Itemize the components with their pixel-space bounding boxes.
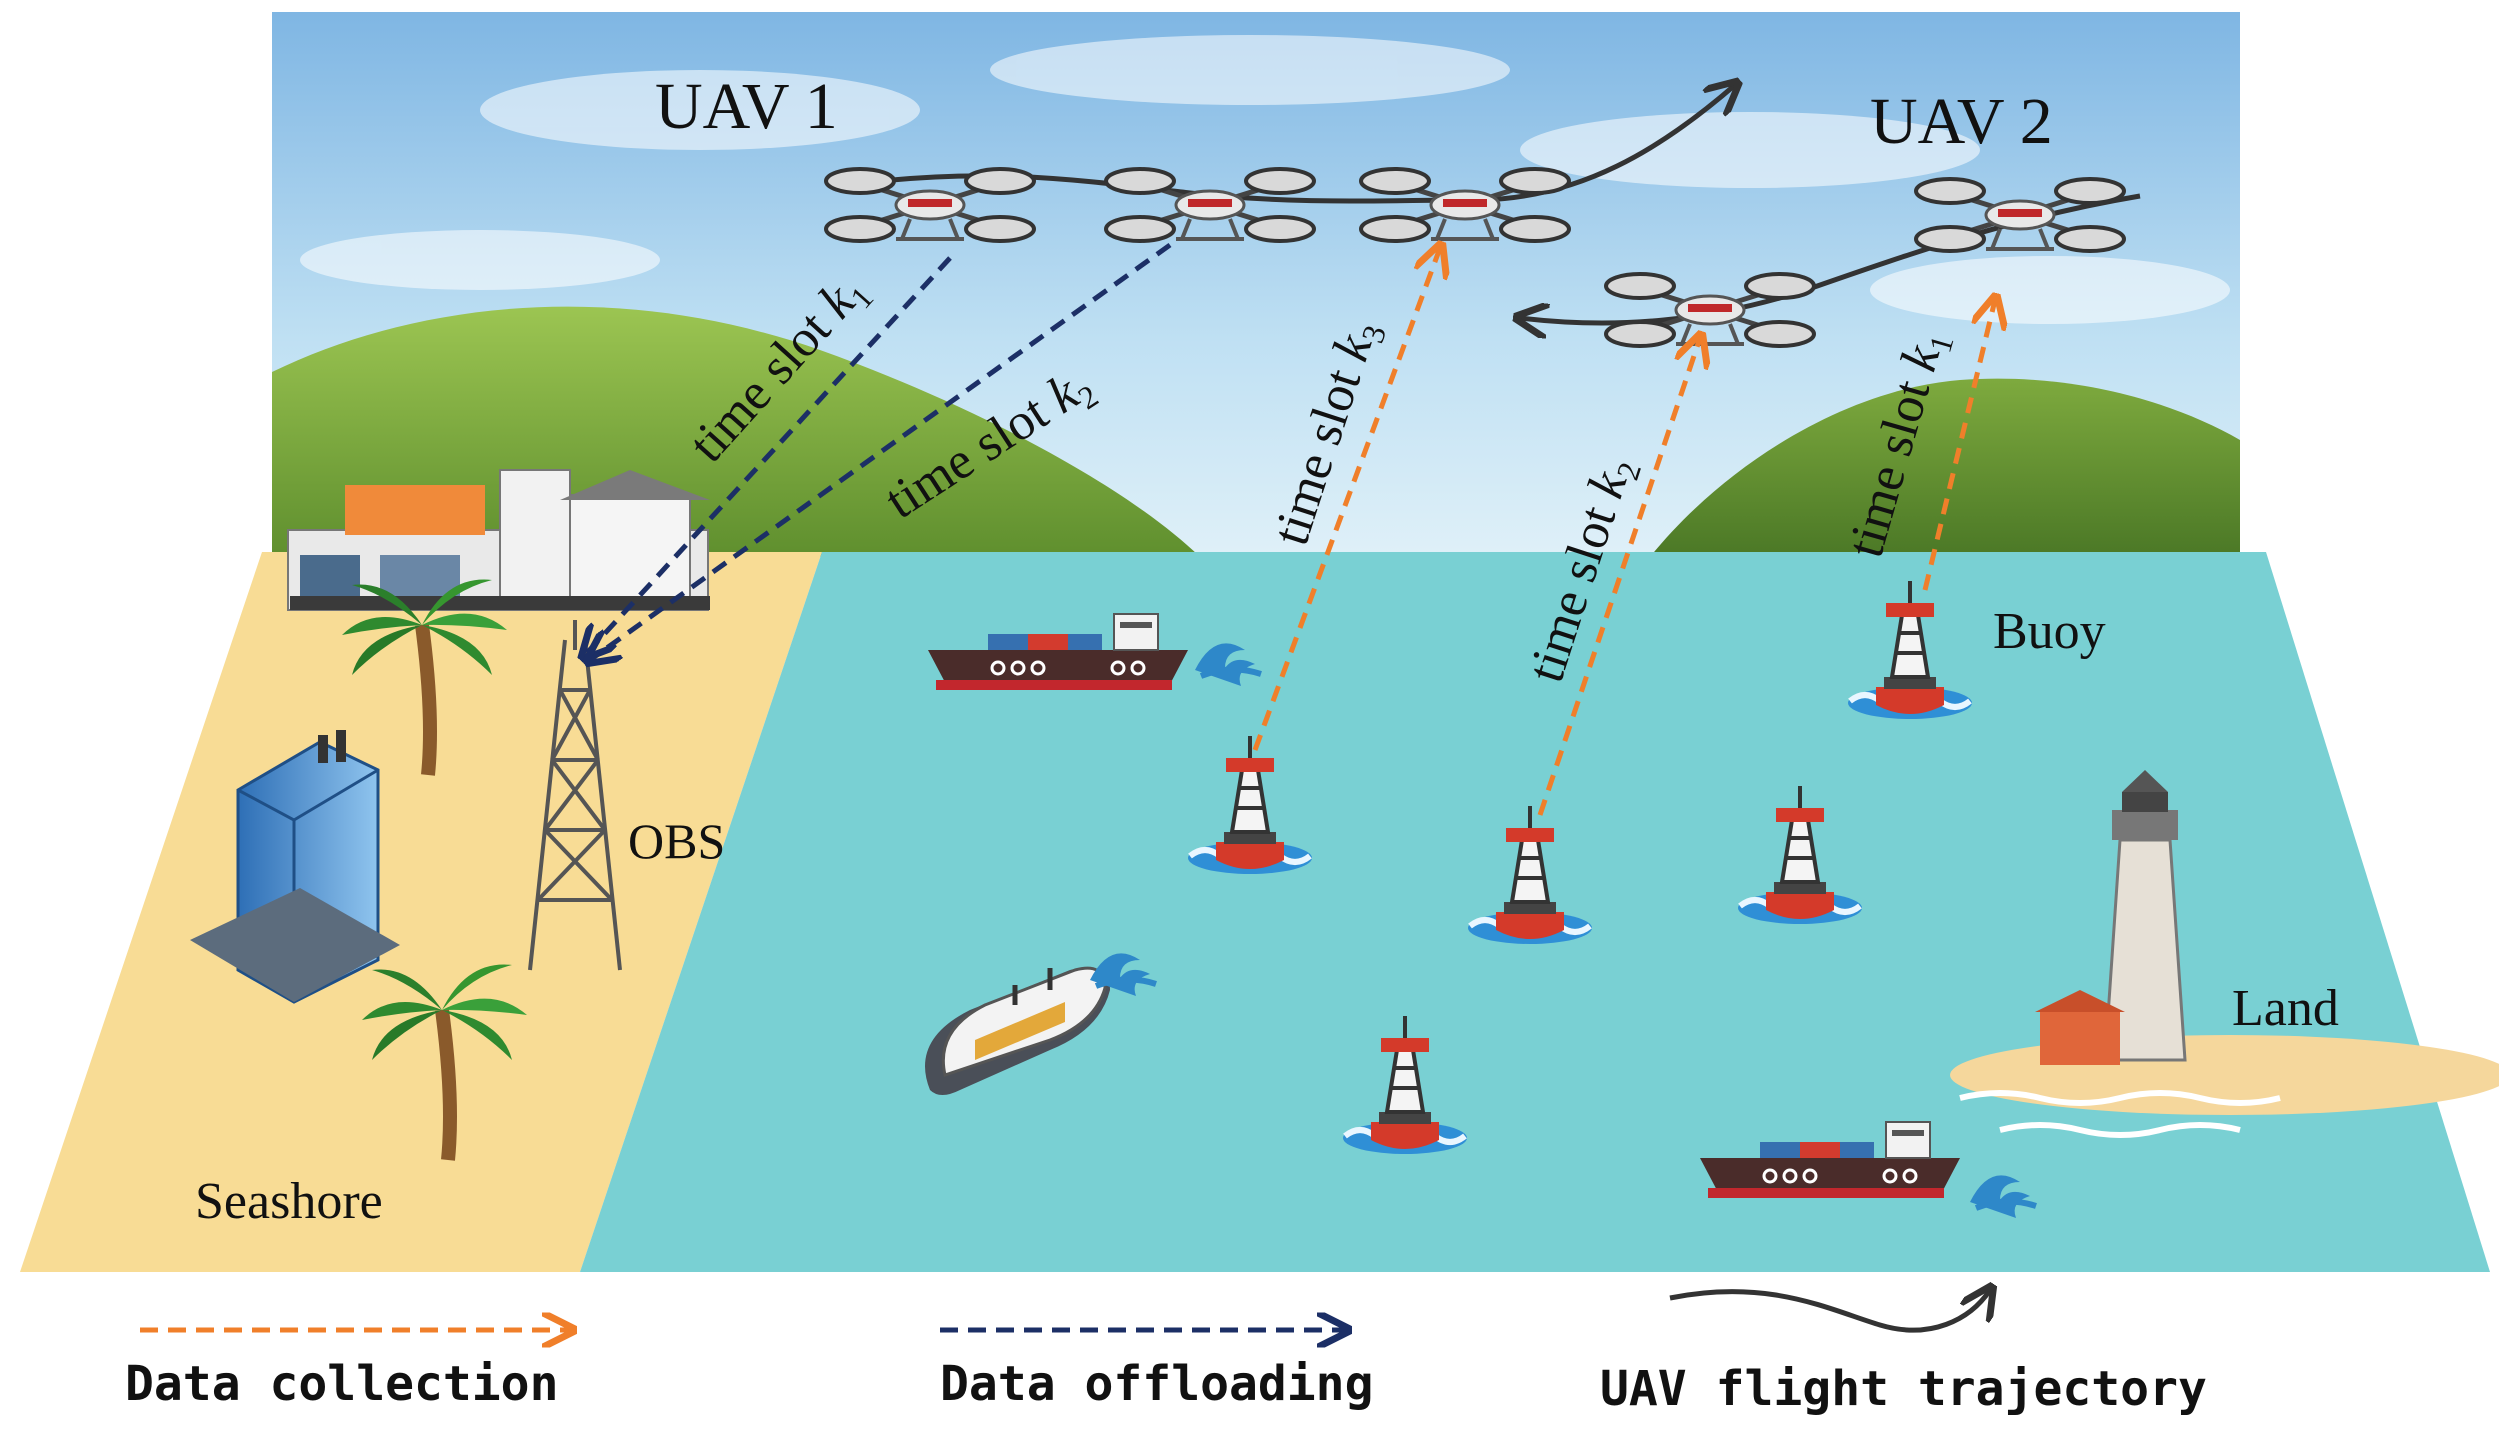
offload-arrow-k2	[590, 242, 1172, 660]
seashore-label: Seashore	[195, 1173, 383, 1230]
uav1-label: UAV 1	[655, 70, 838, 143]
obs-label: OBS	[628, 813, 725, 869]
legend-trajectory-label: UAV flight trajectory	[1600, 1361, 2207, 1417]
uav2-label: UAV 2	[1870, 85, 2053, 158]
buoy-label: Buoy	[1993, 603, 2106, 660]
obs-tower	[528, 620, 622, 971]
right-hill	[1650, 378, 2240, 557]
seashore-area	[20, 552, 822, 1272]
clouds	[300, 35, 2230, 324]
legend-trajectory-line	[1669, 1290, 1990, 1333]
lighthouse-island	[1950, 770, 2499, 1138]
office-building	[190, 730, 400, 1004]
collect-arrow-uav2-k2	[1537, 338, 1700, 816]
offload-arrow-k1	[585, 256, 952, 655]
legend: Data collection Data offloading UAV flig…	[125, 1290, 2207, 1417]
land-label: Land	[2232, 980, 2339, 1037]
legend-collection-label: Data collection	[125, 1356, 558, 1412]
legend-offloading-label: Data offloading	[940, 1356, 1373, 1412]
collect-arrow-uav1-k3	[1252, 248, 1440, 751]
collect-arrow-uav2-k1	[1922, 300, 1995, 591]
